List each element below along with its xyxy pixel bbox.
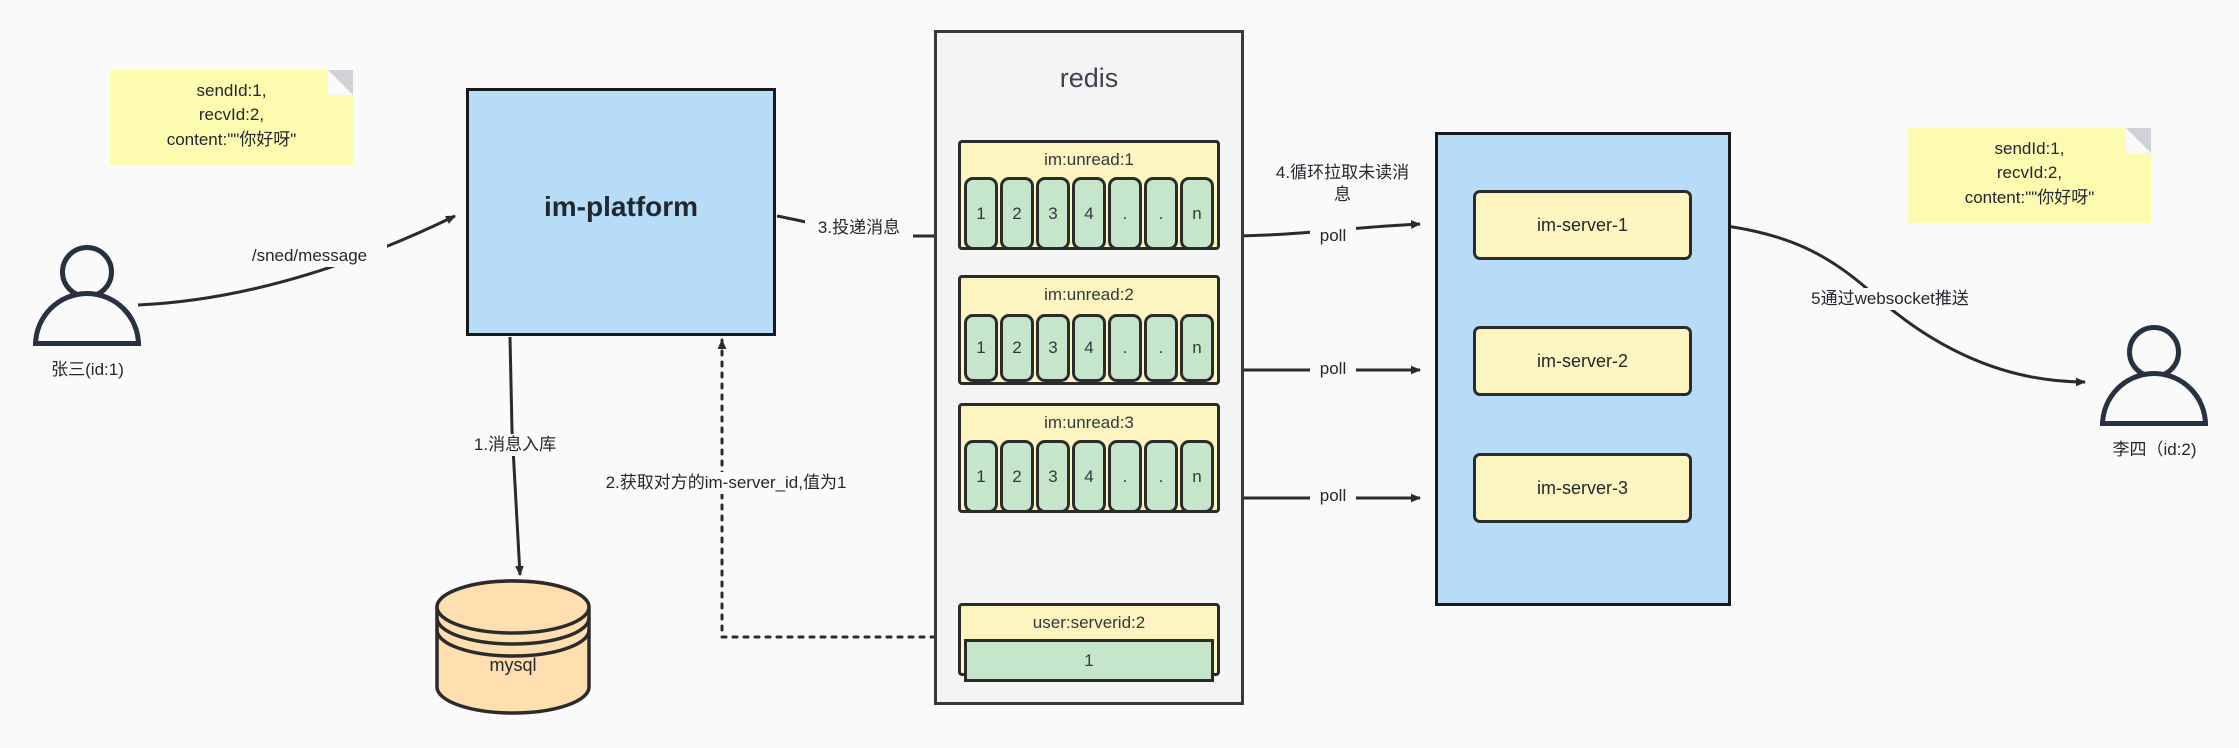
note-text-right: sendId:1, recvId:2, content:""你好呀": [1964, 138, 2095, 207]
actor-receiver-label: 李四（id:2): [2112, 440, 2197, 459]
queue-cell[interactable]: 2: [1000, 177, 1034, 250]
edge-label-send-message: /sned/message: [232, 245, 387, 268]
queue-cell[interactable]: n: [1180, 177, 1214, 250]
edge-label-step1: 1.消息入库: [455, 434, 575, 457]
queue-cell[interactable]: 1: [964, 177, 998, 250]
queue-cell[interactable]: .: [1108, 314, 1142, 382]
queue-cell[interactable]: .: [1108, 177, 1142, 250]
queue-cell[interactable]: 4: [1072, 440, 1106, 513]
im-platform-label: im-platform: [544, 191, 698, 222]
im-server-3-box[interactable]: im-server-3: [1473, 453, 1692, 523]
queue-cell[interactable]: .: [1144, 177, 1178, 250]
mysql-label: mysql: [489, 655, 537, 675]
redis-title: redis: [1059, 63, 1119, 93]
queue-cell[interactable]: 1: [964, 440, 998, 513]
queue-cell[interactable]: 3: [1036, 177, 1070, 250]
actor-receiver: 李四（id:2): [2092, 325, 2217, 475]
edge-label-poll-2: poll: [1310, 358, 1356, 381]
queue-cell[interactable]: 2: [1000, 314, 1034, 382]
note-fold-icon-left: [328, 70, 353, 95]
redis-queue-cells-2: 1 2 3 4 . . n: [964, 314, 1214, 382]
im-platform-box[interactable]: im-platform: [466, 88, 776, 336]
queue-cell[interactable]: n: [1180, 440, 1214, 513]
note-message-payload-right: sendId:1, recvId:2, content:""你好呀": [1908, 128, 2151, 223]
redis-queue-group-2[interactable]: im:unread:2 1 2 3 4 . . n: [958, 275, 1220, 385]
note-text-left: sendId:1, recvId:2, content:""你好呀": [166, 80, 297, 149]
edge-label-step2: 2.获取对方的im-server_id,值为1: [576, 472, 876, 495]
edge-label-step4: 4.循环拉取未读消 息: [1255, 162, 1430, 207]
edge-label-step5: 5通过websocket推送: [1785, 288, 1995, 311]
queue-cell[interactable]: 3: [1036, 440, 1070, 513]
redis-queue-key-2: im:unread:2: [1044, 285, 1134, 304]
redis-queue-group-3[interactable]: im:unread:3 1 2 3 4 . . n: [958, 403, 1220, 513]
note-message-payload-left: sendId:1, recvId:2, content:""你好呀": [110, 70, 353, 165]
redis-kv-value: 1: [964, 639, 1214, 682]
actor-receiver-head-icon: [2127, 325, 2181, 379]
queue-cell[interactable]: 2: [1000, 440, 1034, 513]
redis-kv-key: user:serverid:2: [1032, 613, 1146, 632]
note-fold-icon-right: [2126, 128, 2151, 153]
actor-sender-body-icon: [33, 291, 141, 346]
im-server-1-box[interactable]: im-server-1: [1473, 190, 1692, 260]
mysql-node[interactable]: mysql: [437, 580, 589, 715]
redis-queue-cells-3: 1 2 3 4 . . n: [964, 440, 1214, 513]
redis-kv-group[interactable]: user:serverid:2 1: [958, 603, 1220, 682]
actor-sender-head-icon: [60, 245, 114, 299]
actor-sender-label: 张三(id:1): [51, 360, 124, 379]
queue-cell[interactable]: 4: [1072, 314, 1106, 382]
redis-queue-cells-1: 1 2 3 4 . . n: [964, 177, 1214, 250]
redis-queue-group-1[interactable]: im:unread:1 1 2 3 4 . . n: [958, 140, 1220, 250]
queue-cell[interactable]: 3: [1036, 314, 1070, 382]
edge-label-poll-3: poll: [1310, 485, 1356, 508]
redis-queue-key-1: im:unread:1: [1044, 150, 1134, 169]
queue-cell[interactable]: 4: [1072, 177, 1106, 250]
edge-label-step3: 3.投递消息: [805, 217, 913, 240]
redis-queue-key-3: im:unread:3: [1044, 413, 1134, 432]
queue-cell[interactable]: 1: [964, 314, 998, 382]
actor-receiver-body-icon: [2100, 371, 2208, 426]
queue-cell[interactable]: .: [1108, 440, 1142, 513]
actor-sender: 张三(id:1): [25, 245, 150, 395]
edge-label-poll-1: poll: [1310, 225, 1356, 248]
im-server-2-box[interactable]: im-server-2: [1473, 326, 1692, 396]
queue-cell[interactable]: n: [1180, 314, 1214, 382]
queue-cell[interactable]: .: [1144, 440, 1178, 513]
queue-cell[interactable]: .: [1144, 314, 1178, 382]
